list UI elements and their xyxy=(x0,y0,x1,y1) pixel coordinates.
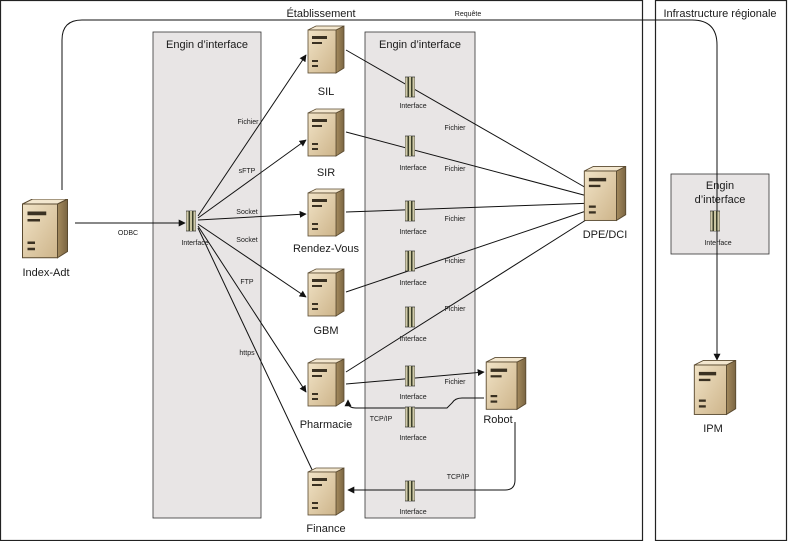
server-sir-icon xyxy=(307,108,345,157)
engin-left-panel xyxy=(152,31,262,519)
server-ipm-icon xyxy=(693,360,737,416)
interface-label-left: Interface xyxy=(181,240,208,247)
server-robot-icon xyxy=(485,357,527,410)
interface-block-regional xyxy=(710,210,720,232)
server-pharmacie-icon xyxy=(307,358,345,407)
interface-label-regional: Interface xyxy=(704,240,731,247)
interface-label-tcpip: Interface xyxy=(399,435,426,442)
server-finance-icon xyxy=(307,467,345,516)
engin-right-title-2: d’interface xyxy=(695,194,746,206)
interface-label-robot: Interface xyxy=(399,394,426,401)
requete-connector xyxy=(61,19,721,361)
interface-block-sil xyxy=(405,76,415,98)
interface-block-robot xyxy=(405,365,415,387)
interface-label-sir: Interface xyxy=(399,165,426,172)
odbc-label: ODBC xyxy=(118,230,138,237)
engin-left-title: Engin d’interface xyxy=(166,39,248,51)
server-sil-icon xyxy=(307,25,345,74)
server-sil-label: SIL xyxy=(318,86,335,98)
pharmacie-robot-connector xyxy=(345,369,485,385)
interface-block-gbm xyxy=(405,250,415,272)
edge-fichier-robot: Fichier xyxy=(444,379,466,386)
interface-block-rv xyxy=(405,200,415,222)
edge-socket-rv: Socket xyxy=(236,209,257,216)
interface-label-sil: Interface xyxy=(399,103,426,110)
interface-label-gbm: Interface xyxy=(399,280,426,287)
infrastructure-frame xyxy=(654,0,788,541)
engin-mid-title: Engin d’interface xyxy=(379,39,461,51)
edge-fichier-4: Fichier xyxy=(444,258,466,265)
interface-block-left xyxy=(186,210,196,232)
server-pharmacie-label: Pharmacie xyxy=(300,419,353,431)
edge-sftp-sir: sFTP xyxy=(239,168,256,175)
interface-label-pharmacie: Interface xyxy=(399,336,426,343)
edge-fichier-2: Fichier xyxy=(444,166,466,173)
edge-socket-gbm: Socket xyxy=(236,237,257,244)
interface-block-finance xyxy=(405,480,415,502)
edge-https-finance: https xyxy=(239,350,255,357)
interface-label-rv: Interface xyxy=(399,229,426,236)
edge-tcpip-pharmacie: TCP/IP xyxy=(370,416,393,423)
server-robot-label: Robot xyxy=(483,414,512,426)
server-rendez-vous-icon xyxy=(307,188,345,237)
fanout-connectors xyxy=(197,54,316,477)
robot-finance-connector xyxy=(347,422,516,494)
dpe-connectors xyxy=(345,49,598,373)
server-ipm-label: IPM xyxy=(703,423,723,435)
interface-block-sir xyxy=(405,135,415,157)
engin-right-panel xyxy=(670,173,770,255)
server-gbm-label: GBM xyxy=(313,325,338,337)
requete-label: Requête xyxy=(455,11,482,18)
server-rendez-vous-label: Rendez-Vous xyxy=(293,243,360,255)
interface-block-pharmacie xyxy=(405,306,415,328)
etablissement-title: Établissement xyxy=(286,7,355,20)
edge-fichier-3: Fichier xyxy=(444,216,466,223)
edge-fichier-1: Fichier xyxy=(444,125,466,132)
interface-block-tcpip xyxy=(405,406,415,428)
server-dpe-dci-icon xyxy=(583,166,627,222)
edge-ftp-pharmacie: FTP xyxy=(240,279,254,286)
server-dpe-dci-label: DPE/DCI xyxy=(583,229,628,241)
server-finance-label: Finance xyxy=(306,523,345,535)
interface-label-finance: Interface xyxy=(399,509,426,516)
server-index-adt-icon xyxy=(21,199,69,259)
server-sir-label: SIR xyxy=(317,167,335,179)
server-gbm-icon xyxy=(307,268,345,317)
edge-fichier-sil: Fichier xyxy=(237,119,259,126)
edge-tcpip-finance: TCP/IP xyxy=(447,474,470,481)
edge-fichier-5: Fichier xyxy=(444,306,466,313)
infrastructure-title: Infrastructure régionale xyxy=(663,8,776,20)
engin-right-title-1: Engin xyxy=(706,180,734,192)
robot-pharmacie-connector xyxy=(344,397,484,409)
server-index-adt-label: Index-Adt xyxy=(22,267,69,279)
